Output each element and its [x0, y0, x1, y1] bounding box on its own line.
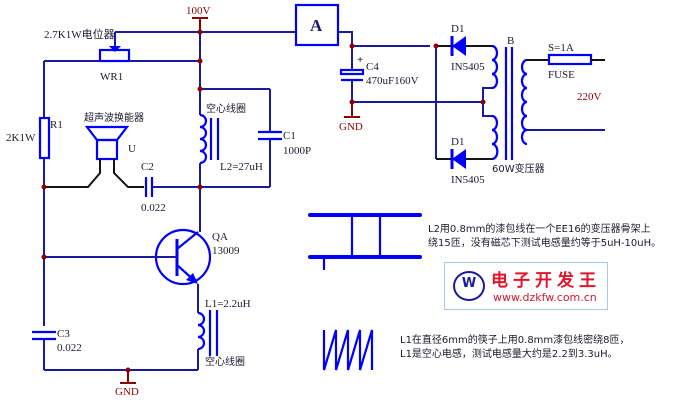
c3-ref: C3: [57, 328, 70, 340]
svg-text:D1: D1: [451, 136, 464, 148]
c4-value: 470uF160V: [366, 75, 419, 87]
note-l2-line2: 绕15匝，没有磁芯下测试电感量约等于5uH-10uH。: [428, 238, 662, 249]
qa-value: 13009: [212, 245, 240, 257]
fuse-name: FUSE: [548, 69, 575, 81]
note-l1: L1在直径6mm的筷子上用0.8mm漆包线密绕8匝， L1是空心电感，测试电感量…: [400, 334, 630, 362]
resistor-r1: R1 2K1W: [6, 116, 63, 160]
capacitor-c3: C3 0.022: [32, 328, 82, 370]
note-l2: L2用0.8mm的漆包线在一个EE16的变压器骨架上 绕15匝，没有磁芯下测试电…: [428, 223, 661, 251]
svg-text:D1: D1: [451, 23, 464, 35]
c2-ref: C2: [141, 161, 154, 173]
l1-coil-illustration: [322, 329, 374, 371]
fuse: S=1A FUSE: [527, 42, 605, 81]
l2-name: 空心线圈: [206, 102, 246, 115]
watermark-logo: W 电子开发王 www.dzkfw.com.cn: [444, 262, 608, 310]
transistor-qa: QA 13009: [44, 228, 240, 286]
logo-w-icon: W: [453, 271, 485, 301]
qa-ref: QA: [212, 231, 228, 243]
svg-text:IN5405: IN5405: [451, 174, 485, 186]
ac-voltage: 220V: [577, 91, 602, 103]
diode-top: D1 IN5405: [436, 23, 492, 73]
svg-text:GND: GND: [339, 121, 363, 133]
ultrasonic-transducer: 超声波换能器 U: [44, 111, 144, 188]
l2-bobbin-illustration: [308, 213, 422, 270]
logo-title: 电子开发王: [491, 271, 601, 291]
logo-url: www.dzkfw.com.cn: [493, 291, 597, 304]
inductor-l1: L1=2.2uH 空心线圈: [197, 298, 251, 370]
l1-value: L1=2.2uH: [205, 298, 251, 310]
capacitor-c2: C2 0.022: [141, 161, 200, 214]
l2-value: L2=27uH: [220, 161, 263, 173]
ground-top: GND: [339, 102, 363, 133]
transformer-b: B 60W变压器: [482, 35, 545, 175]
capacitor-c4: + C4 470uF160V: [339, 45, 483, 103]
supply-label: 100V: [186, 5, 211, 17]
c1-value: 1000P: [283, 145, 311, 157]
note-l2-line1: L2用0.8mm的漆包线在一个EE16的变压器骨架上: [428, 224, 651, 235]
ground-bottom: GND: [115, 370, 139, 398]
junction-dots: [41, 29, 486, 373]
pot-ref: WR1: [100, 71, 123, 83]
svg-text:IN5405: IN5405: [451, 61, 485, 73]
transducer-name: 超声波换能器: [84, 111, 144, 124]
fuse-rating: S=1A: [548, 42, 574, 54]
ammeter-a: A: [294, 3, 353, 47]
c2-value: 0.022: [141, 202, 166, 214]
r1-ref: R1: [50, 119, 63, 131]
transformer-ref: B: [507, 35, 514, 47]
svg-text:+: +: [357, 54, 363, 66]
l1-name: 空心线圈: [205, 355, 245, 368]
r1-value: 2K1W: [6, 132, 36, 144]
note-l1-line2: L1是空心电感，测试电感量大约是2.2到3.3uH。: [400, 349, 618, 360]
transducer-ref: U: [128, 143, 136, 155]
c4-ref: C4: [366, 61, 379, 73]
pot-value: 2.7K1W电位器: [44, 27, 115, 41]
note-l1-line1: L1在直径6mm的筷子上用0.8mm漆包线密绕8匝，: [400, 335, 630, 346]
c3-value: 0.022: [57, 342, 82, 354]
transformer-value: 60W变压器: [492, 162, 545, 175]
supply-100v: 100V: [186, 5, 211, 32]
c1-ref: C1: [283, 130, 296, 142]
diode-bottom: D1 IN5405: [436, 136, 492, 186]
tank-circuit: C1 1000P 空心线圈 L2=27uH: [199, 88, 311, 188]
svg-text:A: A: [310, 16, 323, 35]
svg-text:GND: GND: [115, 386, 139, 398]
potentiometer-wr1: 2.7K1W电位器 WR1: [44, 27, 200, 83]
